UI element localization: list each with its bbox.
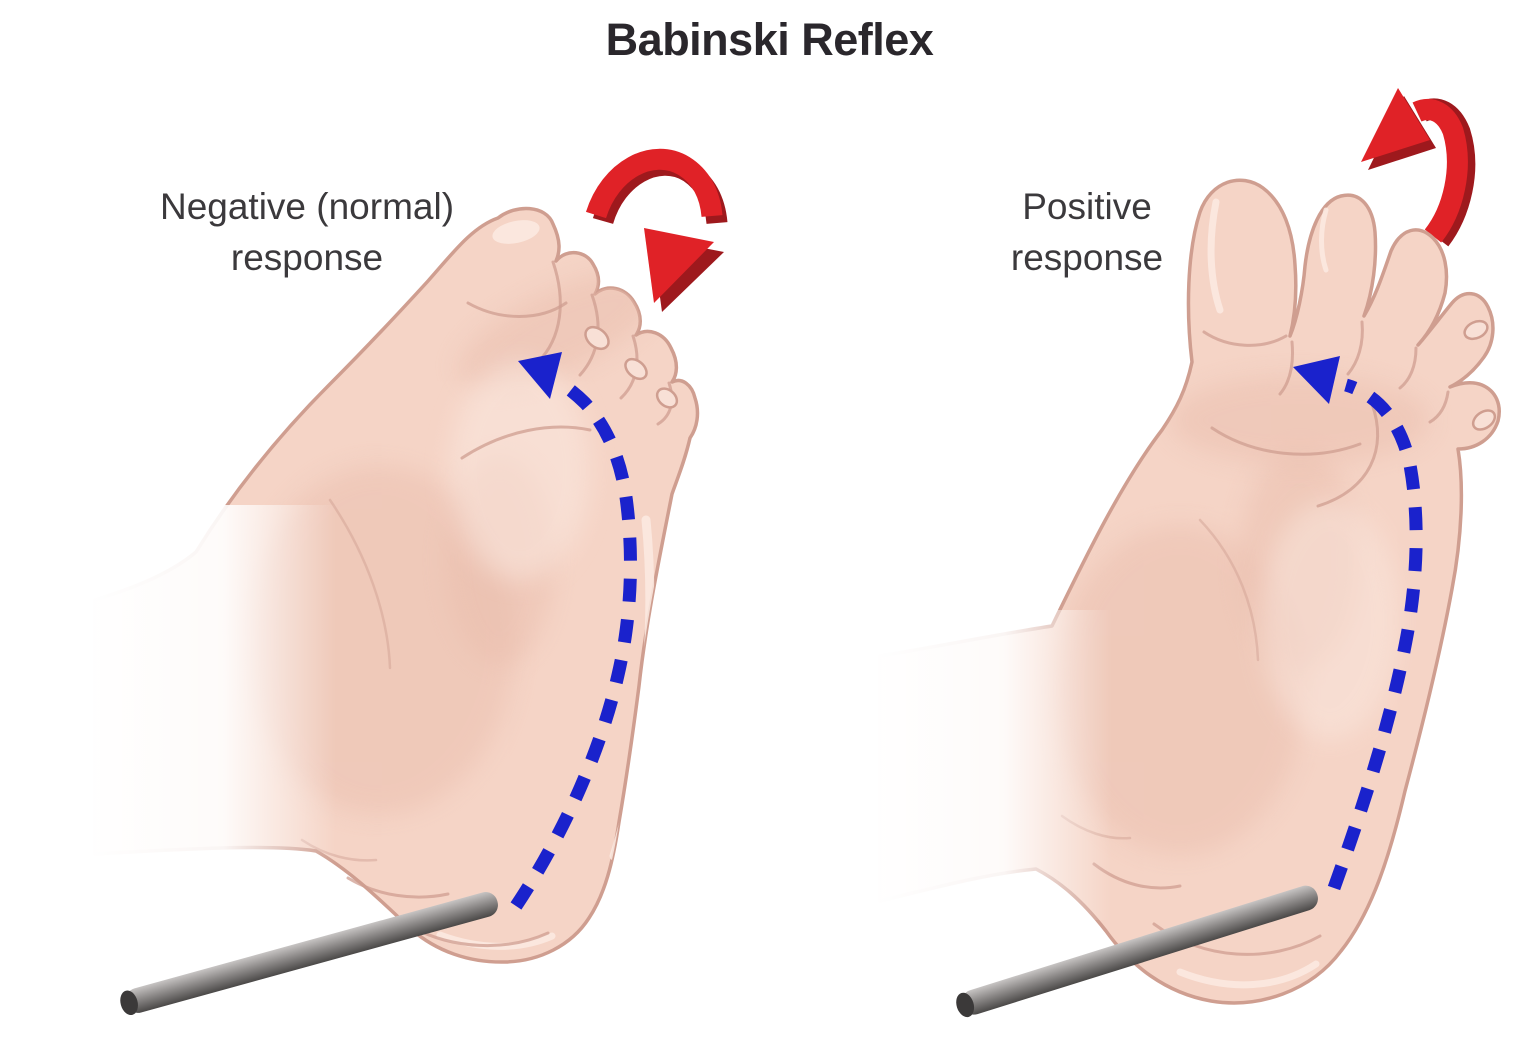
negative-response-label: Negative (normal) response bbox=[87, 181, 527, 283]
negative-foot-illustration bbox=[86, 206, 700, 964]
curl-down-arrow-icon bbox=[585, 148, 728, 312]
positive-response-label: Positive response bbox=[887, 181, 1287, 283]
diagram-title: Babinski Reflex bbox=[605, 14, 934, 65]
negative-label-line2: response bbox=[230, 237, 384, 278]
negative-sole-stroke-arrow-icon bbox=[510, 352, 637, 910]
extend-up-arrow-icon bbox=[1361, 88, 1476, 247]
negative-stimulus-rod bbox=[120, 892, 498, 1016]
positive-label-line2: response bbox=[1010, 237, 1164, 278]
positive-sole-stroke-arrow-icon bbox=[1293, 356, 1423, 891]
positive-stimulus-rod bbox=[956, 885, 1318, 1018]
positive-foot-illustration bbox=[872, 178, 1501, 1005]
negative-label-line1: Negative (normal) bbox=[159, 186, 455, 227]
positive-leg-fade bbox=[872, 610, 1112, 920]
negative-leg-fade bbox=[86, 505, 336, 885]
positive-label-line1: Positive bbox=[1022, 186, 1152, 227]
